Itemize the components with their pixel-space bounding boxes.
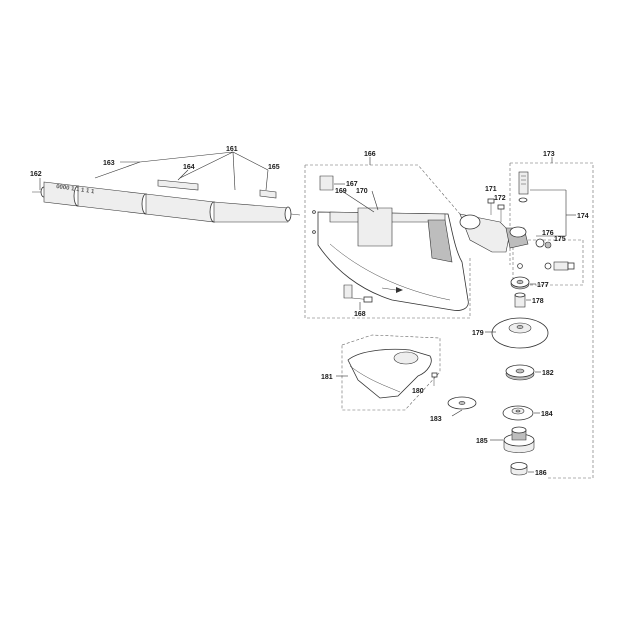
rotation-arrow-shaft [381, 287, 397, 291]
washer-174 [518, 197, 528, 203]
label-163: 163 [103, 160, 115, 167]
shaft-segment-4 [213, 201, 289, 223]
label-177: 177 [537, 282, 549, 289]
shaft-leaders [39, 151, 269, 191]
label-164: 164 [183, 164, 195, 171]
screw-168 [343, 284, 373, 303]
bolt-173 [518, 171, 529, 203]
part-labels: 161 162 163 164 165 166 167 168 169 170 … [30, 146, 589, 477]
blade-disc-179 [491, 317, 549, 349]
label-181: 181 [321, 374, 333, 381]
guard-rib [427, 219, 453, 263]
label-182: 182 [542, 370, 554, 377]
lower-guard-edge [349, 365, 401, 393]
label-162: 162 [30, 171, 42, 178]
gear-flange [509, 226, 527, 238]
shaft-end-right [284, 206, 292, 222]
lower-guard-hub [393, 351, 419, 365]
group-frame-guard [304, 164, 479, 319]
group-frame-lower-guard [341, 334, 441, 411]
screw-172 [497, 204, 505, 222]
nut-176 [535, 238, 552, 249]
guard-edge-line [329, 243, 451, 301]
rotation-arrow-icon [396, 287, 403, 293]
shaft-segment-3 [145, 193, 215, 223]
disc-184 [502, 405, 534, 421]
spacer-178 [514, 292, 526, 308]
label-180: 180 [412, 388, 424, 395]
guard-bracket [357, 207, 393, 247]
shaft-spline [290, 213, 301, 216]
label-170: 170 [356, 188, 368, 195]
shaft-decal-text: 0000 1 1 1 1 1 [56, 184, 95, 195]
lower-guard-181 [347, 348, 432, 399]
label-167: 167 [346, 181, 358, 188]
bearing-177 [510, 276, 530, 290]
label-165: 165 [268, 164, 280, 171]
plate-167 [319, 175, 334, 191]
gear-screw [517, 263, 523, 269]
label-161: 161 [226, 146, 238, 153]
label-184: 184 [541, 411, 553, 418]
screw-180 [431, 372, 438, 386]
trimmer-guard [317, 211, 469, 311]
gear-housing-clamp [459, 214, 481, 230]
gear-head [459, 213, 529, 253]
cup-182 [505, 364, 535, 381]
label-175: 175 [554, 236, 566, 243]
label-185: 185 [476, 438, 488, 445]
label-183: 183 [430, 416, 442, 423]
label-186: 186 [535, 470, 547, 477]
decal-165 [259, 189, 277, 199]
guard-pin-2 [312, 230, 316, 234]
group-frame-fasteners [512, 239, 584, 286]
drive-shaft: 0000 1 1 1 1 1 [32, 179, 301, 223]
washer-183 [447, 396, 477, 410]
label-178: 178 [532, 298, 544, 305]
label-166: 166 [364, 151, 376, 158]
label-173: 173 [543, 151, 555, 158]
screw-171 [487, 198, 495, 215]
bolt-175 [544, 261, 575, 271]
label-169: 169 [335, 188, 347, 195]
label-179: 179 [472, 330, 484, 337]
guard-pin-1 [312, 210, 316, 214]
label-171: 171 [485, 186, 497, 193]
label-168: 168 [354, 311, 366, 318]
decal-164 [157, 179, 199, 191]
nut-186 [510, 462, 528, 476]
label-176: 176 [542, 230, 554, 237]
label-174: 174 [577, 213, 589, 220]
label-172: 172 [494, 195, 506, 202]
bump-head-185 [503, 426, 535, 453]
